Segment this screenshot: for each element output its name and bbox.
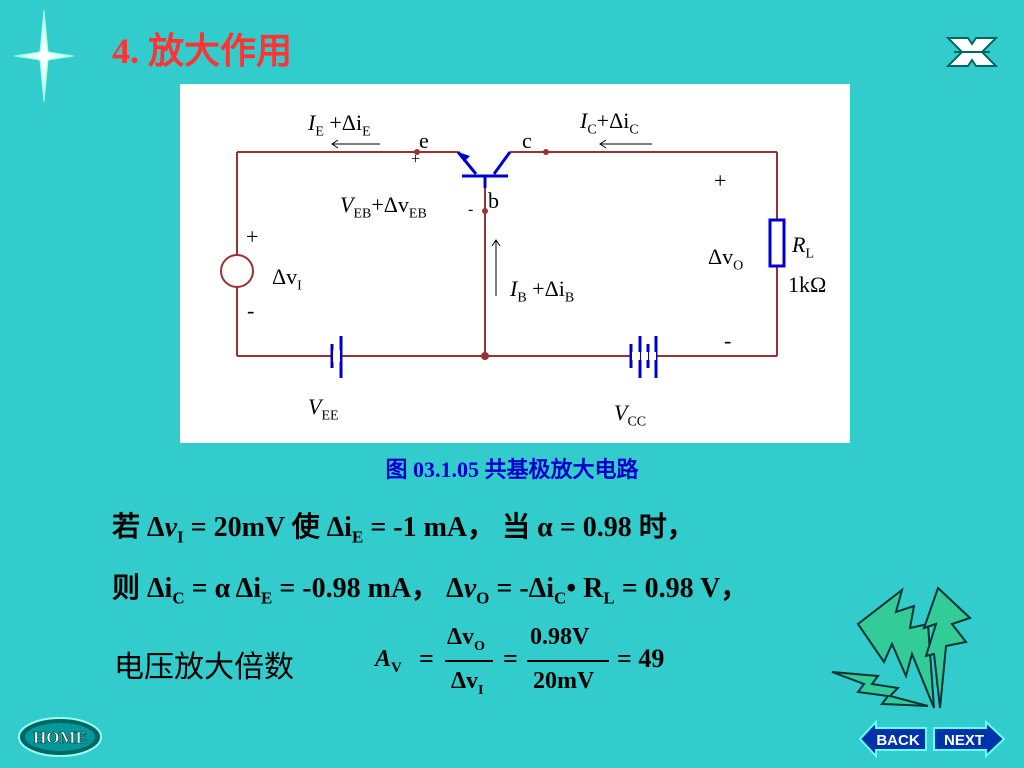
- home-button[interactable]: HOME: [17, 716, 103, 758]
- vee-label: VEE: [308, 394, 339, 424]
- fraction-1-bar: [445, 660, 493, 662]
- rl-value-label: 1kΩ: [788, 272, 827, 297]
- next-button[interactable]: NEXT: [932, 720, 1006, 758]
- equals-sign-2: =: [503, 644, 518, 673]
- output-plus-label: +: [714, 168, 727, 193]
- page-title: 4. 放大作用: [112, 31, 293, 71]
- fraction-2-denominator: 20mV: [533, 668, 595, 694]
- fraction-1-numerator: ΔvO: [447, 624, 485, 654]
- equation-line-1: 若 ΔvI = 20mV 使 ΔiE = -1 mA， 当 α = 0.98 时…: [112, 512, 695, 547]
- lightning-icon: [831, 586, 972, 709]
- input-minus-label: -: [247, 298, 255, 323]
- fraction-1-denominator: ΔvI: [451, 668, 484, 698]
- exit-icon[interactable]: [946, 34, 998, 70]
- ib-current-label: IB +ΔiB: [510, 276, 575, 306]
- gain-result: = 49: [617, 644, 665, 673]
- sparkle-icon: [13, 9, 75, 103]
- node-c-label: c: [522, 128, 532, 153]
- next-button-label: NEXT: [944, 732, 984, 749]
- equals-sign-1: =: [419, 644, 434, 673]
- battery-vee-symbol: [330, 336, 343, 378]
- node-b-label: b: [488, 188, 499, 213]
- dvo-label: ΔvO: [708, 244, 744, 274]
- node-e-label: e: [419, 128, 429, 153]
- output-minus-label: -: [724, 328, 732, 353]
- dvi-label: ΔvI: [272, 264, 302, 294]
- equation-line-2: 则 ΔiC = α ΔiE = -0.98 mA， ΔvO = -ΔiC• RL…: [112, 573, 749, 608]
- veb-label: VEB+ΔvEB: [340, 192, 427, 222]
- input-source-symbol: [220, 254, 254, 288]
- back-button[interactable]: BACK: [858, 720, 928, 758]
- av-symbol: AV: [375, 646, 402, 676]
- voltage-gain-formula: AV = ΔvO ΔvI = 0.98V 20mV = 49: [375, 624, 675, 700]
- emitter-plus-label: +: [411, 151, 421, 168]
- vcc-label: VCC: [614, 400, 647, 430]
- voltage-gain-label: 电压放大倍数: [114, 651, 294, 684]
- figure-caption: 图 03.1.05 共基极放大电路: [385, 457, 639, 482]
- input-plus-label: +: [246, 224, 259, 249]
- fraction-2-bar: [527, 660, 609, 662]
- resistor-symbol: [768, 218, 786, 268]
- rl-label: RL: [792, 232, 815, 262]
- ie-current-label: IE +ΔiE: [308, 110, 371, 140]
- back-button-label: BACK: [876, 732, 919, 749]
- fraction-2-numerator: 0.98V: [530, 624, 590, 650]
- home-button-label: HOME: [33, 728, 87, 747]
- base-minus-label: -: [468, 201, 474, 218]
- circuit-diagram: IE +ΔiE IC+ΔiC e c b + VEB+ΔvEB - IB +Δi…: [180, 84, 850, 443]
- ic-current-label: IC+ΔiC: [580, 108, 639, 138]
